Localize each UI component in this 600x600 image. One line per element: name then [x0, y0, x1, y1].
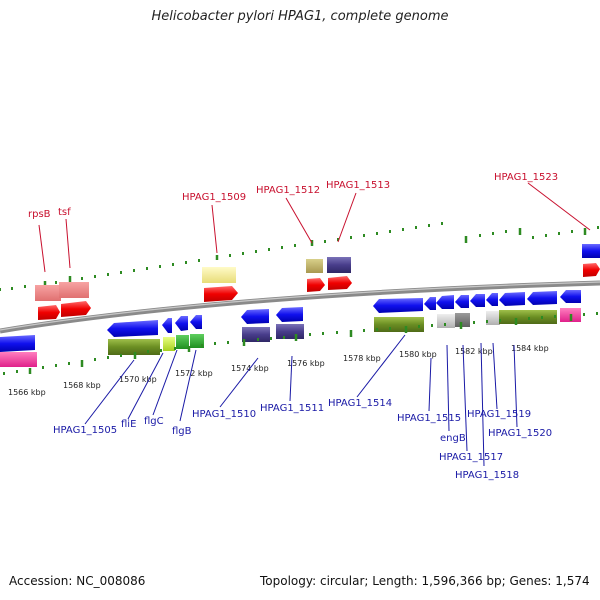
gene-flgC-green	[176, 335, 189, 349]
gene-flgB-green	[190, 334, 204, 348]
gene-label-HPAG1-1509[interactable]: HPAG1_1509	[182, 192, 246, 203]
gene-label-HPAG1-1512[interactable]: HPAG1_1512	[256, 185, 320, 196]
gene-magenta	[0, 352, 37, 367]
gene-label-tsf[interactable]: tsf	[58, 207, 71, 218]
gene-label-HPAG1-1523[interactable]: HPAG1_1523	[494, 172, 558, 183]
gene-red-arrow	[38, 305, 60, 320]
outer-tick-row	[0, 222, 599, 291]
bottom-labels: HPAG1_1505 fliE flgC flgB HPAG1_1510 HPA…	[53, 398, 552, 481]
gene-HPAG1-1514-olive	[374, 317, 424, 332]
gene-red-arrow	[583, 263, 600, 277]
gene-fliE-blue	[162, 318, 172, 333]
gene-label-flgB[interactable]: flgB	[172, 426, 192, 437]
gene-HPAG1-1510-blue	[241, 309, 269, 324]
gene-label-fliE[interactable]: fliE	[121, 419, 136, 430]
gene-HPAG1-1523-blue	[582, 244, 600, 258]
scale-label: 1582 kbp	[455, 347, 493, 356]
gene-tsf-pink	[59, 282, 89, 298]
top-leader-lines	[38, 182, 591, 273]
genome-backbone-highlight	[0, 281, 600, 331]
topology-text: Topology: circular; Length: 1,596,366 bp…	[260, 574, 590, 588]
map-title: Helicobacter pylori HPAG1, complete geno…	[151, 9, 449, 24]
gene-HPAG1-1515-gray	[437, 314, 455, 328]
scale-label: 1580 kbp	[399, 350, 437, 359]
gene-HPAG1-1515-blue	[424, 297, 436, 310]
gene-label-HPAG1-1515[interactable]: HPAG1_1515	[397, 413, 461, 424]
scale-label: 1566 kbp	[8, 388, 46, 397]
gene-label-HPAG1-1517[interactable]: HPAG1_1517	[439, 452, 503, 463]
gene-HPAG1-1511-navy	[276, 324, 304, 339]
gene-label-HPAG1-1510[interactable]: HPAG1_1510	[192, 409, 256, 420]
scale-label: 1578 kbp	[343, 354, 381, 363]
accession-text: Accession: NC_008086	[9, 574, 146, 588]
gene-HPAG1-1514-blue	[373, 298, 423, 313]
gene-HPAG1-1513-navy	[327, 257, 351, 273]
gene-gray	[486, 311, 500, 325]
gene-flgB-blue	[190, 315, 202, 329]
forward-strand-genes	[35, 244, 600, 320]
gene-blue-arrow	[0, 335, 35, 352]
gene-label-HPAG1-1514[interactable]: HPAG1_1514	[328, 398, 392, 409]
scale-label: 1576 kbp	[287, 359, 325, 368]
gene-red-arrow	[61, 301, 91, 317]
gene-label-flgC[interactable]: flgC	[144, 416, 164, 427]
gene-label-rpsB[interactable]: rpsB	[28, 209, 51, 220]
gene-HPAG1-1519-blue	[486, 293, 498, 306]
gene-HPAG1-1517-blue	[455, 295, 469, 308]
gene-blue-arrow	[560, 290, 581, 303]
gene-label-HPAG1-1511[interactable]: HPAG1_1511	[260, 403, 324, 414]
gene-HPAG1-1520-blue	[499, 292, 525, 306]
scale-label: 1584 kbp	[511, 344, 549, 353]
gene-label-HPAG1-1505[interactable]: HPAG1_1505	[53, 425, 117, 436]
gene-rpsB-pink	[35, 285, 61, 301]
gene-label-engB[interactable]: engB	[440, 433, 466, 444]
genome-backbone	[0, 280, 600, 334]
gene-blue-arrow	[527, 291, 557, 305]
top-labels: rpsB tsf HPAG1_1509 HPAG1_1512 HPAG1_151…	[28, 172, 558, 220]
gene-red-arrow	[328, 276, 352, 290]
gene-HPAG1-1512-khaki	[306, 259, 323, 273]
bottom-leader-lines	[84, 334, 518, 467]
inner-tick-row	[3, 312, 598, 375]
gene-red-arrow	[204, 286, 238, 302]
gene-label-HPAG1-1518[interactable]: HPAG1_1518	[455, 470, 519, 481]
scale-labels: 1566 kbp 1568 kbp 1570 kbp 1572 kbp 1574…	[8, 344, 549, 397]
scale-label: 1572 kbp	[175, 369, 213, 378]
scale-label: 1570 kbp	[119, 375, 157, 384]
scale-label: 1568 kbp	[63, 381, 101, 390]
gene-flgC-blue	[175, 316, 188, 331]
gene-label-HPAG1-1519[interactable]: HPAG1_1519	[467, 409, 531, 420]
gene-HPAG1-1505-blue	[107, 320, 158, 337]
gene-HPAG1-1511-blue	[276, 307, 303, 322]
gene-engB-blue	[436, 295, 454, 309]
gene-label-HPAG1-1520[interactable]: HPAG1_1520	[488, 428, 552, 439]
gene-red-arrow	[307, 278, 325, 292]
gene-engB-darkgray	[455, 313, 470, 327]
gene-label-HPAG1-1513[interactable]: HPAG1_1513	[326, 180, 390, 191]
gene-fliE-lime	[163, 337, 175, 351]
gene-HPAG1-1509-yellow	[202, 267, 236, 283]
gene-HPAG1-1518-blue	[470, 294, 485, 307]
gene-HPAG1-1510-navy	[242, 327, 270, 342]
